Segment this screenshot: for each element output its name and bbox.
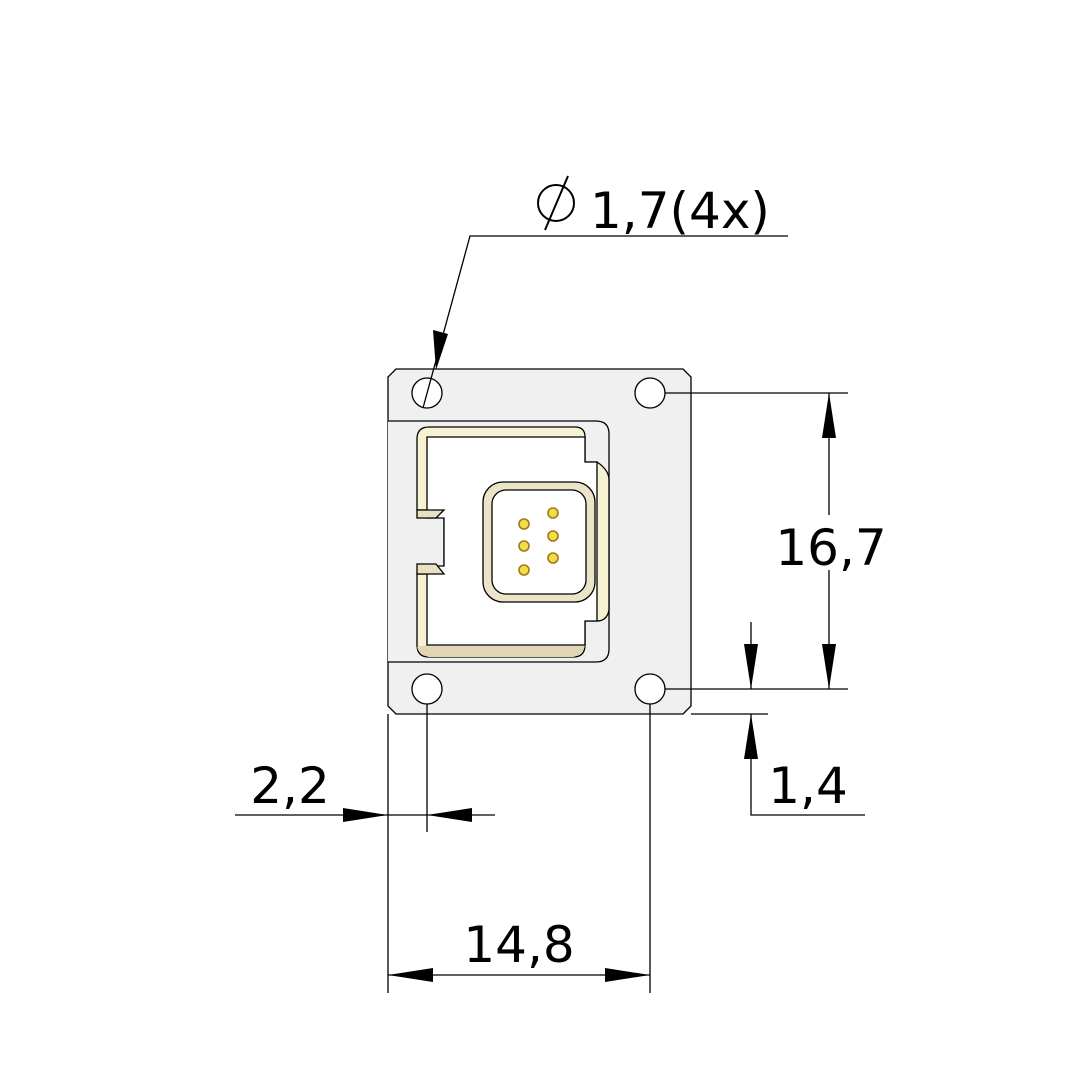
pin [518,518,530,530]
mounting-hole [634,377,666,409]
housing-shadow [417,645,585,657]
hole-callout: 1,7(4x) [422,175,788,409]
pin [547,552,559,564]
pin [518,540,530,552]
dimension-label: 16,7 [775,519,886,577]
dimension-16-7: 16,7 [665,392,887,690]
dimension-2-2: 2,2 [235,704,495,993]
hole-callout-text: 1,7(4x) [590,182,770,240]
dimension-14-8: 14,8 [388,704,651,993]
notch-bevel [416,509,446,575]
dimension-label: 2,2 [250,757,330,815]
pin-housing-inner [491,489,587,595]
mounting-hole [634,673,666,705]
pin [547,507,559,519]
pin [518,564,530,576]
dimension-label: 1,4 [768,757,848,815]
mounting-hole [411,673,443,705]
pins [518,507,559,576]
diameter-symbol [537,175,575,231]
dimension-1-4: 1,4 [691,622,865,816]
arrowhead [433,330,448,370]
pin [547,530,559,542]
dimension-label: 14,8 [463,916,574,974]
